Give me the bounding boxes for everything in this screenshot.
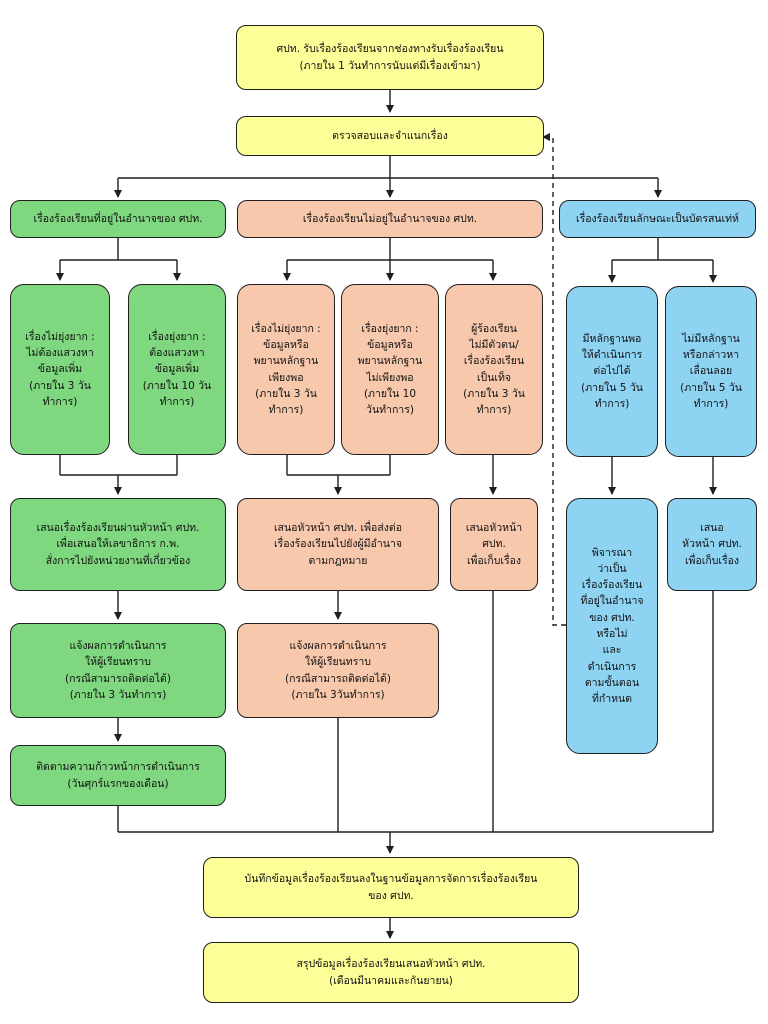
orange-easy-case-box: เรื่องไม่ยุ่งยาก : ข้อมูลหรือ พยานหลักฐา… (237, 284, 335, 455)
green-hard-case-box: เรื่องยุ่งยาก : ต้องแสวงหา ข้อมูลเพิ่ม (… (128, 284, 226, 455)
orange-notify-box: แจ้งผลการดำเนินการ ให้ผู้เรียนทราบ (กรณี… (237, 623, 439, 718)
orange-false-complaint-box: ผู้ร้องเรียน ไม่มีตัวตน/ เรื่องร้องเรียน… (445, 284, 543, 455)
blue-archive-box: เสนอ หัวหน้า ศปท. เพื่อเก็บเรื่อง (667, 498, 757, 591)
orange-archive-box: เสนอหัวหน้า ศปท. เพื่อเก็บเรื่อง (450, 498, 538, 591)
blue-evidence-box: มีหลักฐานพอ ให้ดำเนินการ ต่อไปได้ (ภายใน… (566, 286, 658, 457)
green-easy-case-box: เรื่องไม่ยุ่งยาก : ไม่ต้องแสวงหา ข้อมูลเ… (10, 284, 110, 455)
record-database-box: บันทึกข้อมูลเรื่องร้องเรียนลงในฐานข้อมูล… (203, 857, 579, 918)
green-follow-up-box: ติดตามความก้าวหน้าการดำเนินการ (วันศุกร์… (10, 745, 226, 806)
not-in-authority-header: เรื่องร้องเรียนไม่อยู่ในอำนาจของ ศปท. (237, 200, 543, 238)
anonymous-letter-header: เรื่องร้องเรียนลักษณะเป็นบัตรสนเท่ห์ (559, 200, 756, 238)
blue-consider-box: พิจารณา ว่าเป็น เรื่องร้องเรียน ที่อยู่ใ… (566, 498, 658, 754)
orange-hard-case-box: เรื่องยุ่งยาก : ข้อมูลหรือ พยานหลักฐาน ไ… (341, 284, 439, 455)
green-notify-box: แจ้งผลการดำเนินการ ให้ผู้เรียนทราบ (กรณี… (10, 623, 226, 718)
in-authority-header: เรื่องร้องเรียนที่อยู่ในอำนาจของ ศปท. (10, 200, 226, 238)
blue-no-evidence-box: ไม่มีหลักฐาน หรือกล่าวหา เลื่อนลอย (ภายใ… (665, 286, 757, 457)
orange-forward-box: เสนอหัวหน้า ศปท. เพื่อส่งต่อ เรื่องร้องเ… (237, 498, 439, 591)
classify-box: ตรวจสอบและจำแนกเรื่อง (236, 116, 544, 156)
green-propose-box: เสนอเรื่องร้องเรียนผ่านหัวหน้า ศปท. เพื่… (10, 498, 226, 591)
receive-complaint-box: ศปท. รับเรื่องร้องเรียนจากช่องทางรับเรื่… (236, 25, 544, 90)
summary-report-box: สรุปข้อมูลเรื่องร้องเรียนเสนอหัวหน้า ศปท… (203, 942, 579, 1003)
